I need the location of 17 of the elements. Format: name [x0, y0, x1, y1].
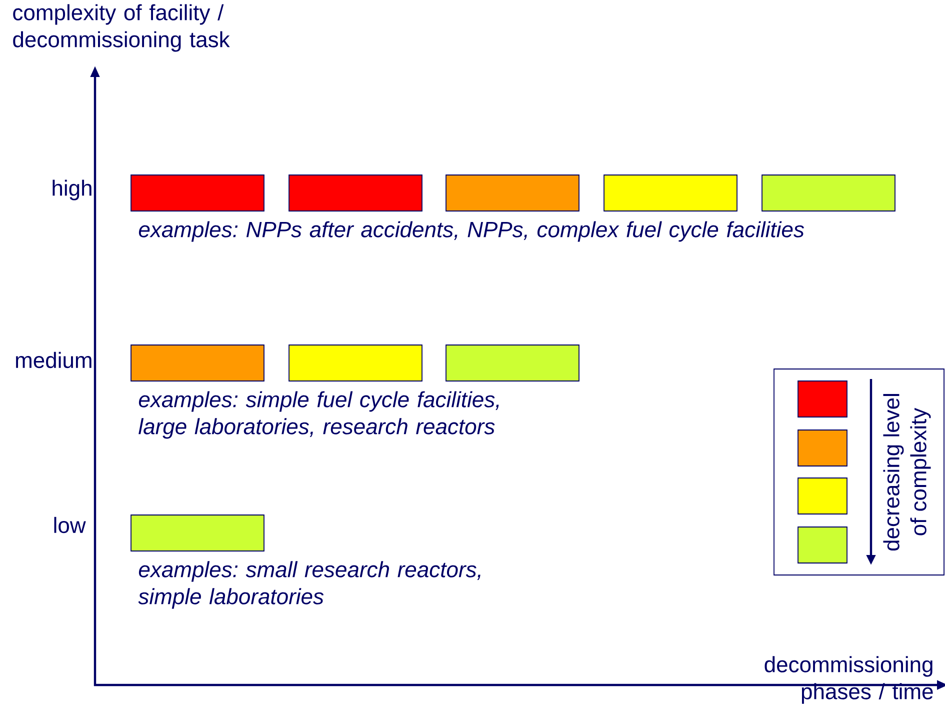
legend-box: decreasing level of complexity	[774, 368, 944, 576]
bar	[288, 174, 422, 212]
axis-tick-label: low	[54, 516, 86, 534]
example-text: examples: NPPs after accidents, NPPs, complex fuel cycle facilities	[138, 221, 804, 242]
bar	[446, 344, 580, 382]
axis-tick-label: high	[52, 180, 92, 200]
bar	[762, 174, 896, 212]
example-text: examples: small research reactors, simple laboratories	[138, 561, 480, 609]
bar	[130, 344, 264, 382]
bar	[130, 514, 264, 552]
bar	[604, 174, 738, 212]
bar	[130, 174, 264, 212]
example-text: examples: simple fuel cycle facilities, large laboratories, research reactors	[138, 391, 499, 439]
bar	[288, 344, 422, 382]
bar	[446, 174, 580, 212]
axis-title: complexity of facility / decommissioning task	[13, 4, 230, 52]
axis-tick-label: medium	[16, 352, 92, 368]
